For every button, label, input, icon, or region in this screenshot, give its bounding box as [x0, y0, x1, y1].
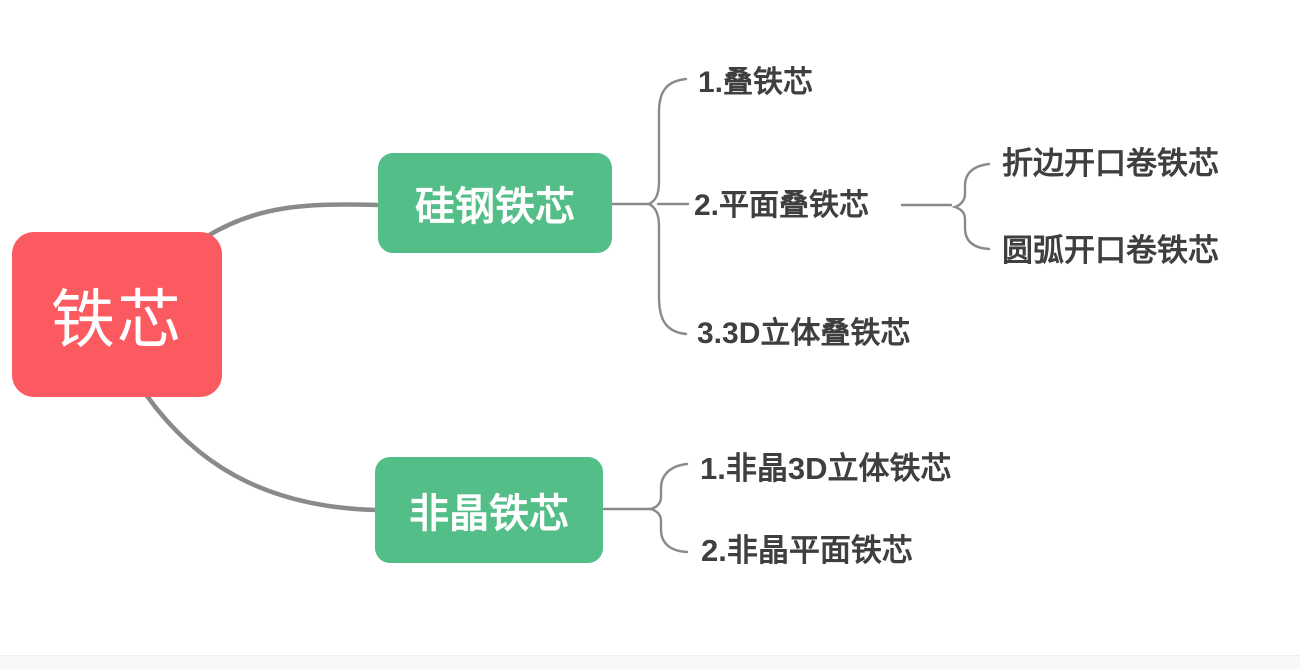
branch-node-amorphous-core[interactable]: 非晶铁芯: [375, 457, 603, 563]
topic-planar-stacked-core[interactable]: 2.平面叠铁芯: [694, 189, 870, 222]
topic-amorphous-3d-core[interactable]: 1.非晶3D立体铁芯: [700, 451, 952, 486]
connector-branch2-brace: [647, 462, 689, 554]
root-node-iron-core[interactable]: 铁芯: [12, 232, 222, 397]
topic-3d-stacked-core[interactable]: 3.3D立体叠铁芯: [697, 317, 911, 350]
connector-branch1-brace: [646, 77, 688, 336]
topic-folded-open-wound-core[interactable]: 折边开口卷铁芯: [1002, 146, 1219, 181]
topic-amorphous-planar-core[interactable]: 2.非晶平面铁芯: [701, 533, 913, 568]
topic-stacked-core[interactable]: 1.叠铁芯: [698, 66, 814, 99]
connector-root-to-branch2: [144, 393, 379, 513]
bottom-window-edge: [0, 655, 1300, 669]
topic-arc-open-wound-core[interactable]: 圆弧开口卷铁芯: [1002, 233, 1219, 268]
connector-child2-brace: [951, 162, 991, 251]
connector-root-to-branch1: [203, 202, 380, 240]
branch-node-silicon-steel-core[interactable]: 硅钢铁芯: [378, 153, 612, 253]
